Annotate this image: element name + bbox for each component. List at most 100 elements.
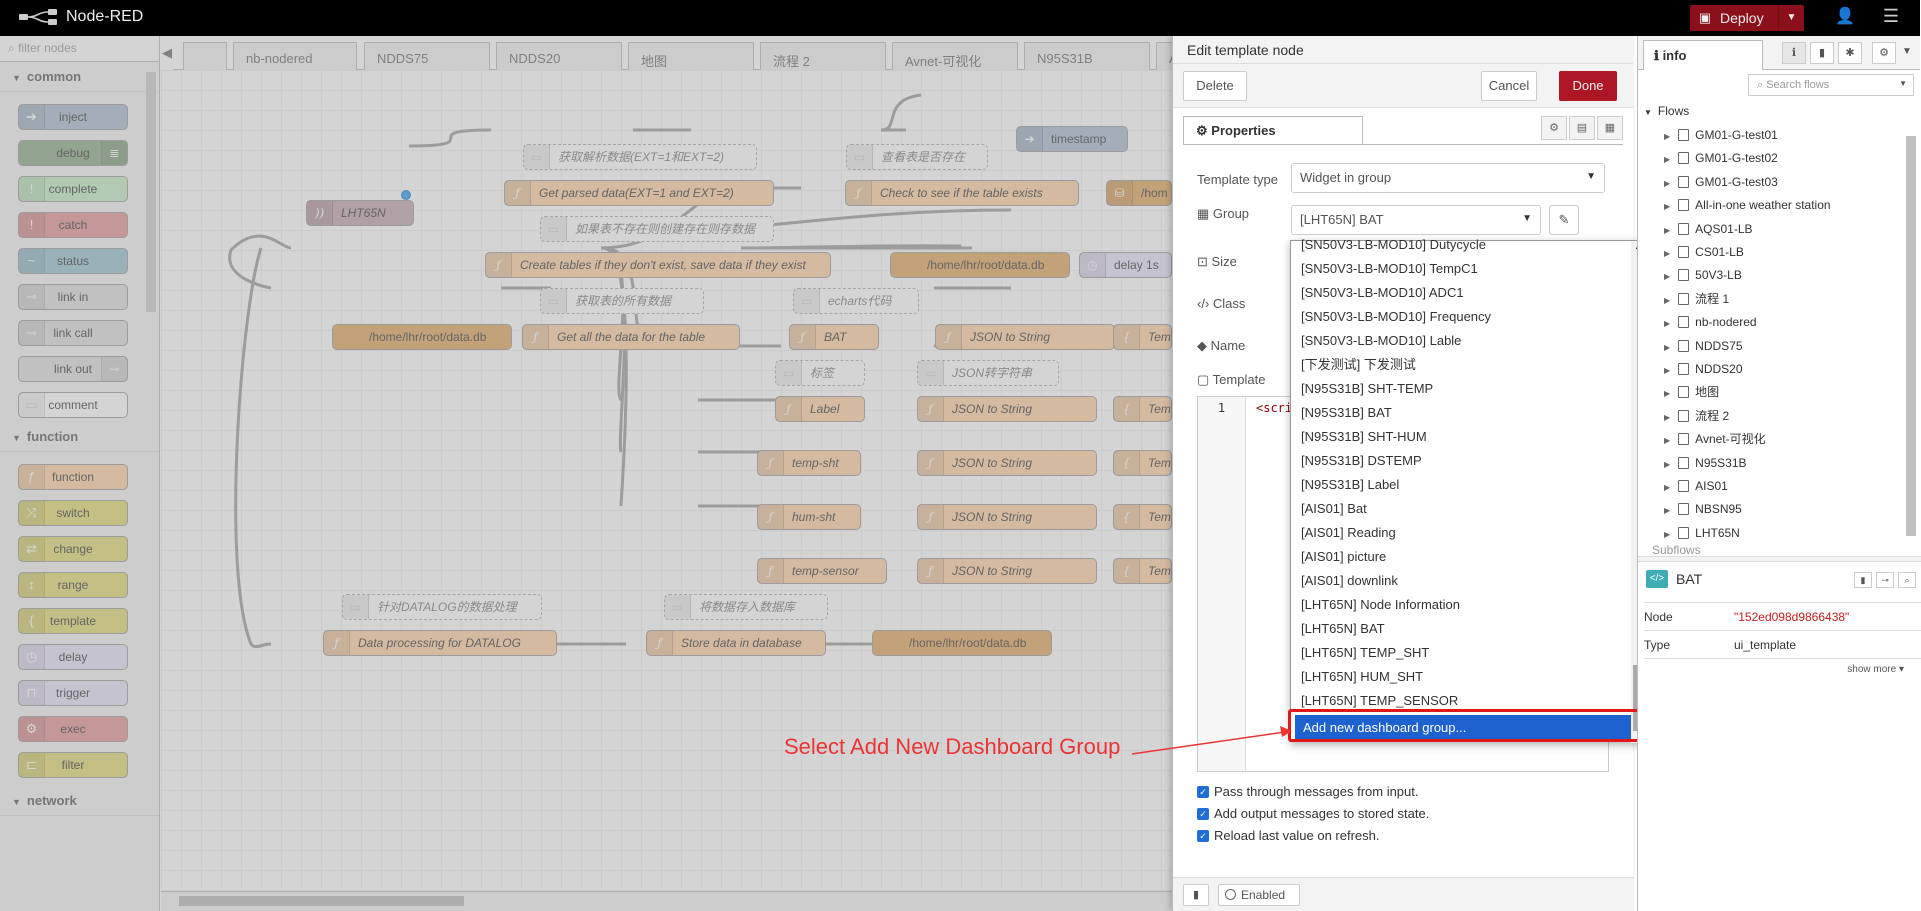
palette-node-change[interactable]: ⇄change (18, 536, 128, 562)
flow-list-item[interactable]: ▶GM01-G-test01 (1664, 124, 1778, 146)
user-icon[interactable]: 👤 (1835, 8, 1855, 25)
flow-node-template-partial[interactable]: {Tem (1113, 324, 1172, 350)
show-more-link[interactable]: show more ▾ (1847, 664, 1904, 675)
edit-group-pencil-icon[interactable]: ✎ (1549, 205, 1579, 235)
pass-through-checkbox[interactable]: ✓Pass through messages from input. (1197, 784, 1419, 799)
book-icon[interactable]: ▮ (1810, 42, 1834, 64)
comment-getall[interactable]: ▭获取表的所有数据 (540, 288, 704, 314)
gear-icon[interactable]: ⚙ (1872, 42, 1896, 64)
comment-json[interactable]: ▭JSON转字符串 (917, 360, 1059, 386)
flow-list-item[interactable]: ▶流程 2 (1664, 405, 1729, 427)
template-type-select[interactable]: Widget in group▼ (1291, 163, 1605, 193)
palette-node-link-call[interactable]: ⊸link call (18, 320, 128, 346)
dropdown-option[interactable]: [N95S31B] SHT-TEMP (1301, 381, 1434, 396)
description-icon[interactable]: ▤ (1569, 116, 1595, 140)
palette-node-status[interactable]: ~status (18, 248, 128, 274)
flow-node-db3[interactable]: /home/lhr/root/data.db (872, 630, 1052, 656)
dropdown-option[interactable]: [AIS01] downlink (1301, 573, 1398, 588)
comment-datalog[interactable]: ▭针对DATALOG的数据处理 (342, 594, 542, 620)
flow-node-template-partial[interactable]: {Tem (1113, 504, 1172, 530)
flow-list-item[interactable]: ▶GM01-G-test02 (1664, 147, 1778, 169)
comment-store[interactable]: ▭将数据存入数据库 (664, 594, 828, 620)
group-select[interactable]: [LHT65N] BAT▼ (1291, 205, 1541, 235)
dropdown-option[interactable]: [SN50V3-LB-MOD10] Lable (1301, 333, 1462, 348)
tab-map[interactable]: 地图 (628, 42, 754, 70)
book-icon[interactable]: ▮ (1854, 572, 1872, 588)
info-icon[interactable]: ℹ (1782, 42, 1806, 64)
flow-list-item[interactable]: ▶地图 (1664, 381, 1719, 403)
palette-node-link-in[interactable]: ⊸link in (18, 284, 128, 310)
flow-node-template-partial[interactable]: {Tem (1113, 558, 1172, 584)
bug-icon[interactable]: ✱ (1838, 42, 1862, 64)
sidebar-splitter[interactable] (1638, 556, 1921, 562)
tab-info[interactable]: ℹ info (1643, 40, 1763, 70)
flow-list-item[interactable]: ▶nb-nodered (1664, 311, 1757, 333)
delete-button[interactable]: Delete (1183, 71, 1247, 101)
palette-node-filter[interactable]: ⊏filter (18, 752, 128, 778)
palette-node-comment[interactable]: ▭comment (18, 392, 128, 418)
palette-node-range[interactable]: ↕range (18, 572, 128, 598)
appearance-icon[interactable]: ▦ (1597, 116, 1623, 140)
dropdown-option[interactable]: [SN50V3-LB-MOD10] ADC1 (1301, 285, 1464, 300)
dropdown-option[interactable]: [SN50V3-LB-MOD10] TempC1 (1301, 261, 1478, 276)
book-icon[interactable]: ▮ (1183, 884, 1209, 906)
done-button[interactable]: Done (1559, 71, 1617, 101)
dropdown-option-add-new-group[interactable]: Add new dashboard group... (1295, 715, 1631, 741)
palette-node-complete[interactable]: !complete (18, 176, 128, 202)
palette-node-link-out[interactable]: link out⊸ (18, 356, 128, 382)
dropdown-option[interactable]: [下发测试] 下发测试 (1301, 357, 1416, 372)
chevron-down-icon[interactable]: ▼ (1902, 46, 1912, 57)
tab-ndds20[interactable]: NDDS20 (496, 42, 622, 70)
cancel-button[interactable]: Cancel (1481, 71, 1537, 101)
comment-check[interactable]: ▭查看表是否存在 (846, 144, 988, 170)
flow-node-template-partial[interactable]: {Tem (1113, 396, 1172, 422)
tab-n95s31b[interactable]: N95S31B (1024, 42, 1150, 70)
dropdown-option[interactable]: [SN50V3-LB-MOD10] Dutycycle (1301, 237, 1486, 252)
tab-avnet[interactable]: Avnet-可视化 (892, 42, 1018, 70)
flow-node-db-partial[interactable]: ⛁/hom (1106, 180, 1172, 206)
comment-parse[interactable]: ▭获取解析数据(EXT=1和EXT=2) (523, 144, 757, 170)
flow-list-item[interactable]: ▶AIS01 (1664, 475, 1728, 497)
sidebar-scrollbar[interactable] (1906, 136, 1916, 536)
enabled-toggle[interactable]: Enabled (1218, 884, 1300, 906)
palette-node-delay[interactable]: ◷delay (18, 644, 128, 670)
comment-echarts[interactable]: ▭echarts代码 (793, 288, 919, 314)
deploy-options-dropdown[interactable]: ▼ (1778, 5, 1804, 31)
dropdown-option[interactable]: [LHT65N] TEMP_SHT (1301, 645, 1430, 660)
palette-category-common[interactable]: ▼common (0, 62, 159, 92)
flow-node-timestamp[interactable]: ➔timestamp (1016, 126, 1128, 152)
tab-0[interactable] (183, 42, 227, 70)
flow-node-db2[interactable]: /home/lhr/root/data.db (332, 324, 512, 350)
flow-list-item[interactable]: ▶NDDS75 (1664, 335, 1743, 357)
reload-last-checkbox[interactable]: ✓Reload last value on refresh. (1197, 828, 1379, 843)
flow-list-item[interactable]: ▶GM01-G-test03 (1664, 171, 1778, 193)
flow-list-item[interactable]: ▶AQS01-LB (1664, 218, 1753, 240)
palette-node-inject[interactable]: ➔inject (18, 104, 128, 130)
comment-create[interactable]: ▭如果表不存在则创建存在则存数据 (540, 216, 774, 242)
palette-category-network[interactable]: ▼network (0, 786, 159, 816)
dropdown-option[interactable]: [AIS01] Bat (1301, 501, 1367, 516)
tab-ndds75[interactable]: NDDS75 (364, 42, 490, 70)
flow-list-item[interactable]: ▶NDDS20 (1664, 358, 1743, 380)
subflows-header[interactable]: Subflows (1652, 543, 1701, 557)
dropdown-option[interactable]: [N95S31B] Label (1301, 477, 1400, 492)
dropdown-option[interactable]: [N95S31B] BAT (1301, 405, 1392, 420)
link-icon[interactable]: ⊸ (1876, 572, 1894, 588)
palette-node-template[interactable]: {template (18, 608, 128, 634)
flow-list-item[interactable]: ▶流程 1 (1664, 288, 1729, 310)
palette-node-trigger[interactable]: ⊓trigger (18, 680, 128, 706)
flow-list-item[interactable]: ▶CS01-LB (1664, 241, 1744, 263)
flow-list-item[interactable]: ▶Avnet-可视化 (1664, 428, 1766, 450)
palette-scrollbar[interactable] (146, 72, 156, 312)
